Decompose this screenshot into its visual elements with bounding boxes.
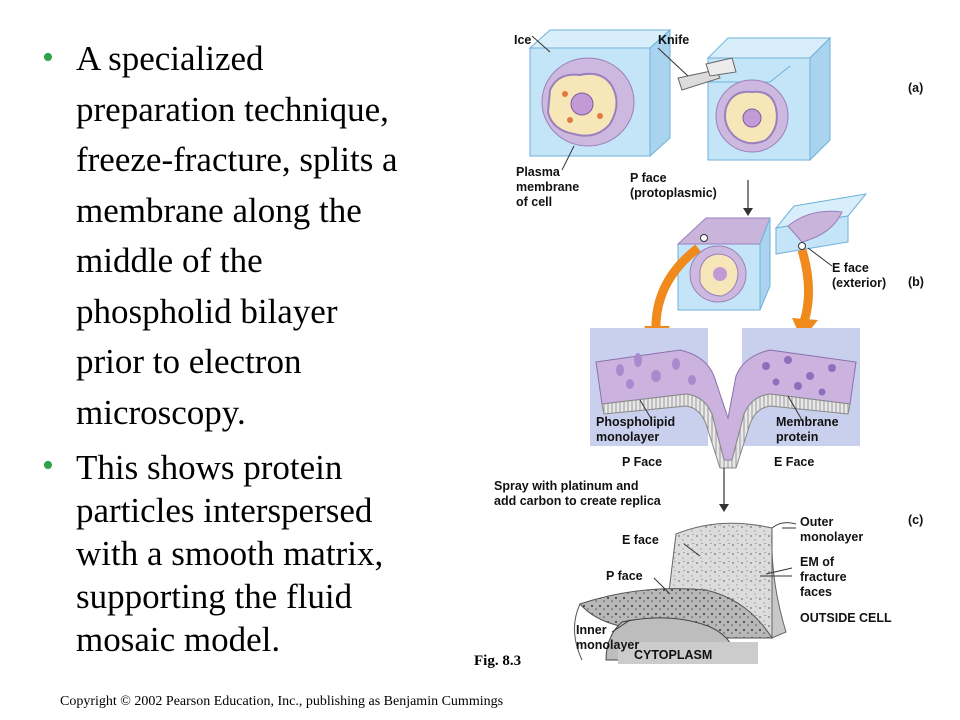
label-e-face-caption: E Face — [774, 455, 814, 469]
label-e-face-exterior: E face (exterior) — [832, 261, 886, 290]
label-em-fracture-faces: EM of fracture faces — [800, 555, 850, 599]
copyright-notice: Copyright © 2002 Pearson Education, Inc.… — [60, 694, 504, 709]
label-cytoplasm: CYTOPLASM — [634, 648, 712, 662]
bullet-line: membrane along the — [76, 190, 362, 230]
orange-arrow-right — [797, 248, 814, 324]
bullet-line: middle of the — [76, 241, 263, 280]
bullet-text: This shows protein particles intersperse… — [76, 446, 458, 661]
bullet-dot-icon: • — [42, 39, 54, 76]
bullet-line: supporting the fluid — [76, 577, 353, 616]
bullet-line: with a smooth matrix, — [76, 534, 384, 573]
bullet-line: This shows protein — [76, 448, 343, 487]
bullet-line: mosaic model. — [76, 620, 281, 659]
bullet-item-protein-particles: • This shows protein particles intersper… — [38, 446, 458, 661]
figure-svg: Ice Knife (a) Plasma membrane of cell P … — [494, 28, 924, 664]
label-inner-monolayer: Inner monolayer — [576, 623, 639, 652]
bullet-line: prior to electron — [76, 342, 302, 381]
figure-reference: Fig. 8.3 — [474, 653, 522, 669]
bullet-line: A specialized — [76, 39, 264, 78]
bullet-line: microscopy. — [76, 392, 246, 432]
label-e-face-c: E face — [622, 533, 659, 547]
label-outside-cell: OUTSIDE CELL — [800, 611, 892, 625]
bullet-text: A specialized preparation technique, fre… — [76, 34, 458, 438]
knife-icon — [677, 57, 737, 91]
bullet-line: preparation technique, — [76, 89, 389, 129]
fractured-cell-e-face — [774, 193, 868, 255]
label-outer-monolayer: Outer monolayer — [800, 515, 863, 544]
bullet-list: • A specialized preparation technique, f… — [38, 34, 458, 661]
label-p-face-c: P face — [606, 569, 643, 583]
bilayer-split-drawing — [595, 349, 857, 469]
bullet-line: phospholid bilayer — [76, 291, 338, 331]
cytoplasm-band — [618, 642, 758, 664]
label-p-face-caption: P Face — [622, 455, 662, 469]
label-ice: Ice — [514, 33, 531, 47]
label-knife: Knife — [658, 33, 689, 47]
ice-block-right — [706, 36, 832, 162]
orange-arrow-left — [651, 244, 701, 333]
bullet-line: freeze-fracture, splits a — [76, 140, 398, 179]
label-panel-a: (a) — [908, 81, 923, 95]
fractured-cell-p-face — [676, 217, 771, 311]
ice-block-left — [528, 28, 672, 158]
label-panel-b: (b) — [908, 275, 924, 289]
label-spray-platinum: Spray with platinum and add carbon to cr… — [494, 479, 662, 508]
bullet-dot-icon: • — [42, 447, 54, 484]
bullet-item-freeze-fracture: • A specialized preparation technique, f… — [38, 34, 458, 438]
label-p-face-protoplasmic: P face (protoplasmic) — [630, 171, 717, 200]
label-plasma-membrane: Plasma membrane of cell — [516, 165, 583, 209]
freeze-fracture-figure: Ice Knife (a) Plasma membrane of cell P … — [470, 20, 950, 670]
bullet-line: particles interspersed — [76, 491, 373, 530]
label-phospholipid-monolayer: Phospholipid monolayer — [596, 415, 679, 444]
label-membrane-protein: Membrane protein — [776, 415, 842, 444]
label-panel-c: (c) — [908, 513, 923, 527]
